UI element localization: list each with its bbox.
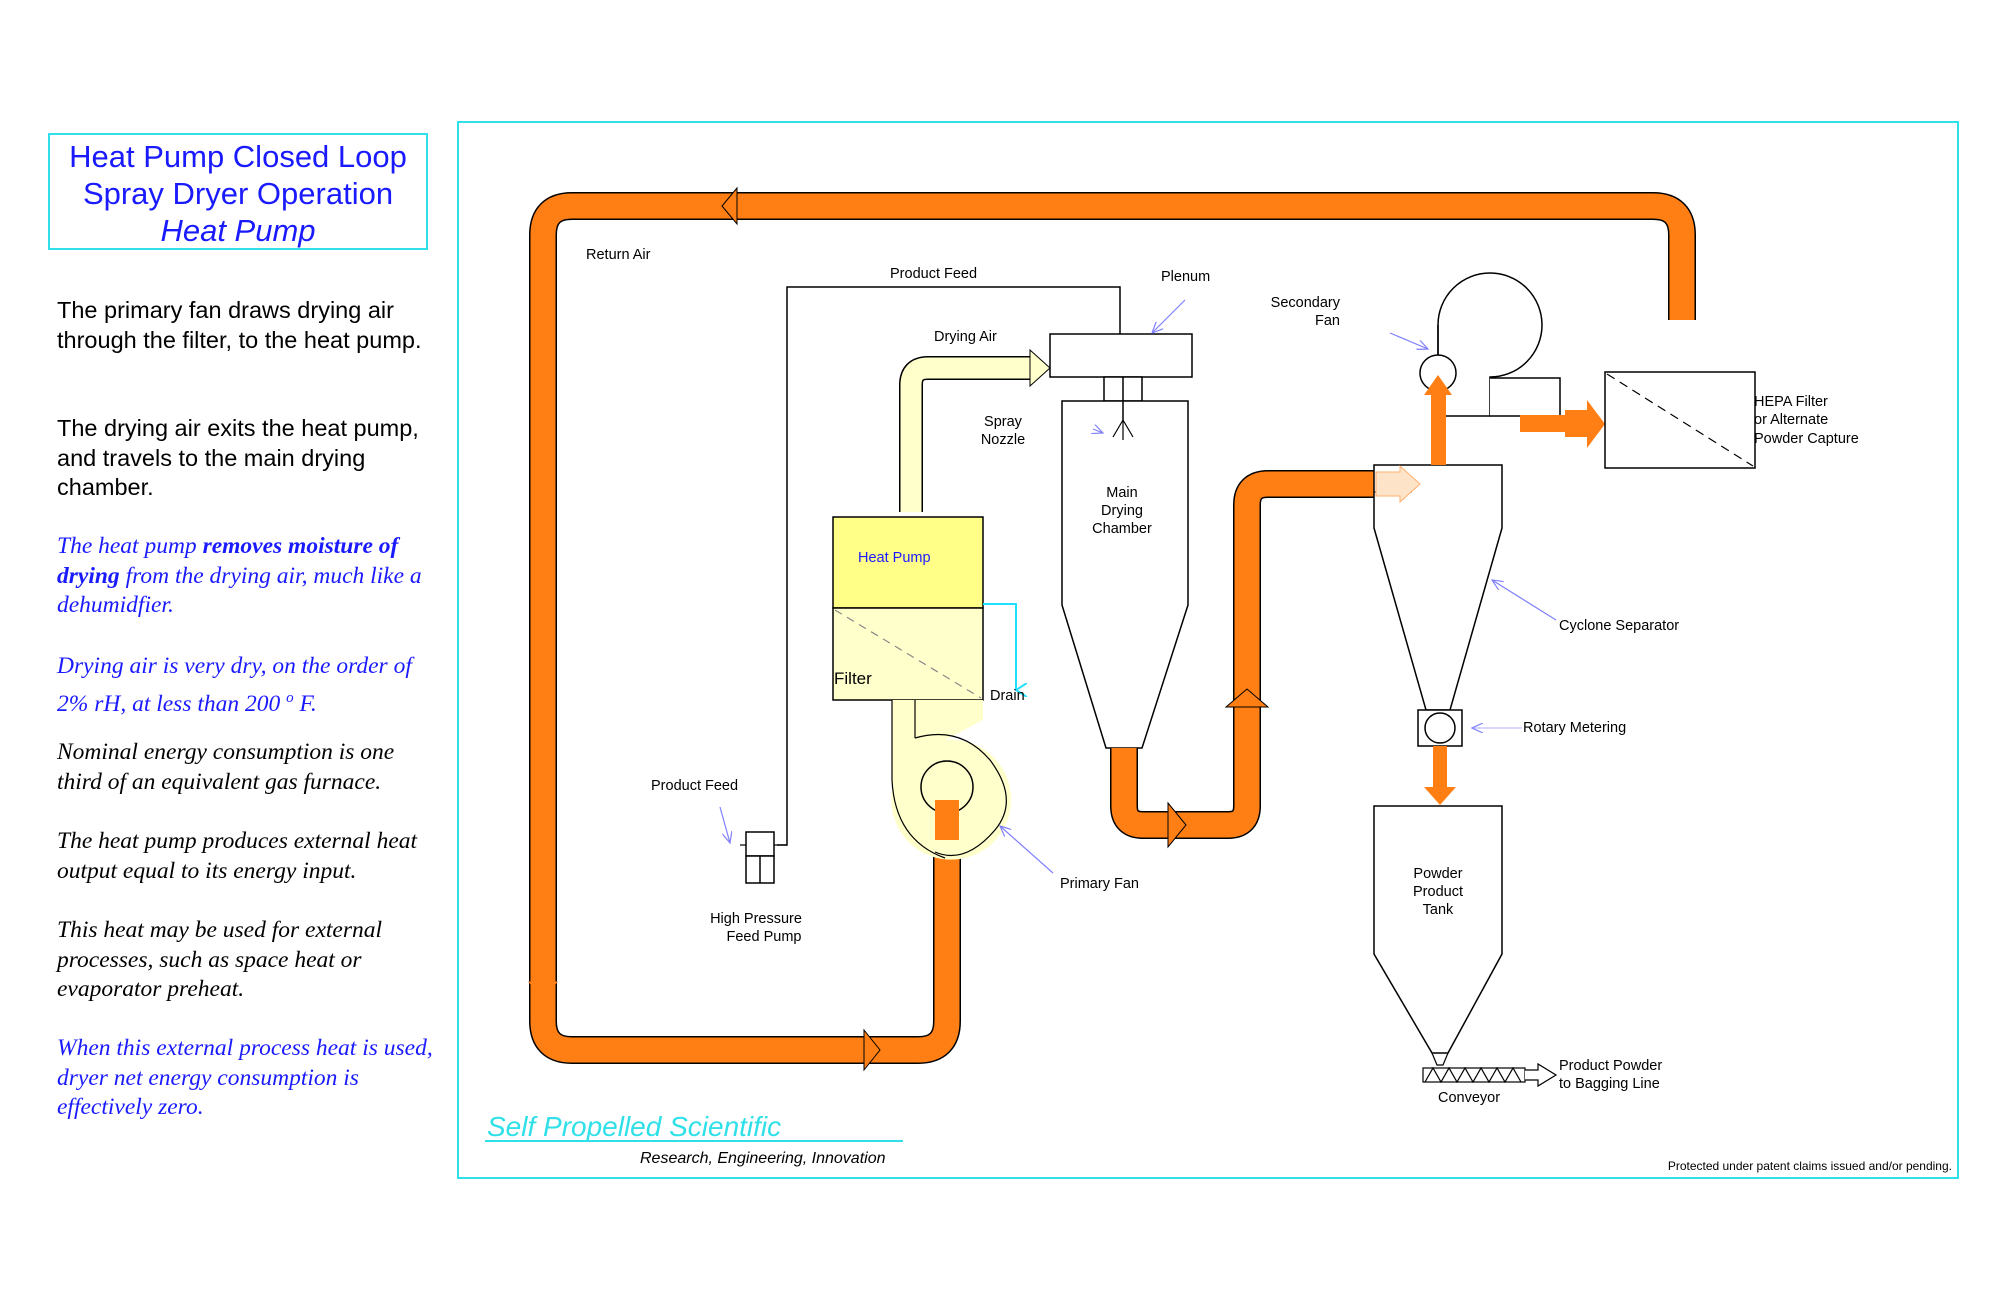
paragraph-8: When this external process heat is used,… <box>57 1035 433 1120</box>
label-main-chamber-1: Main <box>1106 485 1137 501</box>
secondary-fan-icon <box>1419 272 1561 417</box>
paragraph-3: The heat pump removes moisture of drying… <box>57 532 437 621</box>
label-drain: Drain <box>990 688 1025 704</box>
heat-pump-unit <box>832 516 984 609</box>
paragraph-7: This heat may be used for external proce… <box>57 917 383 1002</box>
p4-pre: Drying air is very dry, on the order of … <box>57 653 412 717</box>
label-powder-tank-1: Powder <box>1413 866 1462 882</box>
label-conveyor: Conveyor <box>1438 1090 1500 1106</box>
label-product-feed-top: Product Feed <box>890 266 977 282</box>
label-return-air: Return Air <box>586 247 651 263</box>
p3-bold: removes moisture of drying <box>57 533 399 589</box>
cyclone-pointer <box>1492 580 1557 621</box>
label-primary-fan: Primary Fan <box>1060 876 1139 892</box>
label-plenum: Plenum <box>1161 269 1210 285</box>
p3-pre: The heat pump <box>57 533 203 559</box>
high-pressure-feed-pump-icon <box>740 831 787 884</box>
label-filter: Filter <box>834 669 872 688</box>
chamber-to-cyclone-duct <box>1110 470 1388 849</box>
diagram-frame <box>457 121 1959 1179</box>
label-powder-tank-3: Tank <box>1423 902 1454 918</box>
label-spray-nozzle-1: Spray <box>984 414 1023 430</box>
p3-post: from the drying air, much like a dehumid… <box>57 562 422 619</box>
label-main-chamber-3: Chamber <box>1092 521 1152 537</box>
label-secondary-fan-1: Secondary <box>1271 295 1341 311</box>
label-powder-tank-2: Product <box>1413 884 1463 900</box>
p4-post: F. <box>293 690 317 717</box>
label-rotary: Rotary Metering <box>1523 720 1626 736</box>
label-product-powder-1: Product Powder <box>1559 1058 1662 1074</box>
spray-nozzle-icon <box>1112 401 1134 440</box>
main-drying-chamber <box>1061 400 1189 749</box>
paragraph-6: The heat pump produces external heat out… <box>57 828 418 884</box>
fan-to-hepa-flow <box>1520 400 1605 448</box>
label-hepa-1: HEPA Filter <box>1754 394 1828 410</box>
drain-line <box>983 603 1016 690</box>
label-hepa-3: Powder Capture <box>1754 431 1859 447</box>
secondary-fan-pointer <box>1389 332 1428 349</box>
powder-product-tank <box>1373 805 1503 1054</box>
title-line-1: Heat Pump Closed Loop <box>69 139 407 174</box>
plenum <box>1049 333 1193 378</box>
paragraph-2: The drying air exits the heat pump, and … <box>57 415 419 500</box>
primary-fan-icon <box>891 700 1012 860</box>
cyclone-to-fan-flow <box>1424 375 1452 465</box>
p4-sup: o <box>286 690 294 706</box>
drying-air-duct <box>899 348 1051 512</box>
label-product-powder-2: to Bagging Line <box>1559 1076 1660 1092</box>
title-line-3: Heat Pump <box>160 213 316 248</box>
rotary-metering-valve <box>1417 709 1463 747</box>
label-hepa-2: or Alternate <box>1754 412 1828 428</box>
metering-to-tank-flow <box>1424 746 1456 805</box>
primary-fan-pointer <box>1000 826 1054 874</box>
label-hp-feed-pump-2: Feed Pump <box>727 929 802 945</box>
label-drying-air: Drying Air <box>934 329 997 345</box>
label-product-feed-left: Product Feed <box>651 778 738 794</box>
paragraph-5: Nominal energy consumption is one third … <box>57 739 395 795</box>
conveyor-icon <box>1422 1062 1558 1088</box>
company-name: Self Propelled Scientific <box>487 1111 781 1142</box>
label-spray-nozzle-2: Nozzle <box>981 432 1025 448</box>
label-secondary-fan-2: Fan <box>1315 313 1340 329</box>
paragraph-1: The primary fan draws drying air through… <box>57 297 422 353</box>
patent-notice: Protected under patent claims issued and… <box>1668 1159 1952 1173</box>
plenum-pointer <box>1152 299 1186 333</box>
label-cyclone: Cyclone Separator <box>1559 618 1679 634</box>
title-box: Heat Pump Closed Loop Spray Dryer Operat… <box>48 133 428 250</box>
spray-nozzle-pointer <box>1093 429 1103 433</box>
feed-pump-pointer <box>719 806 730 843</box>
label-main-chamber-2: Drying <box>1101 503 1143 519</box>
label-hp-feed-pump-1: High Pressure <box>710 911 802 927</box>
paragraph-4: Drying air is very dry, on the order of … <box>57 650 437 720</box>
title-line-2: Spray Dryer Operation <box>82 176 394 211</box>
hepa-filter <box>1604 371 1756 469</box>
tagline: Research, Engineering, Innovation <box>640 1150 886 1167</box>
label-heat-pump: Heat Pump <box>858 550 931 566</box>
cyclone-separator <box>1373 464 1503 711</box>
